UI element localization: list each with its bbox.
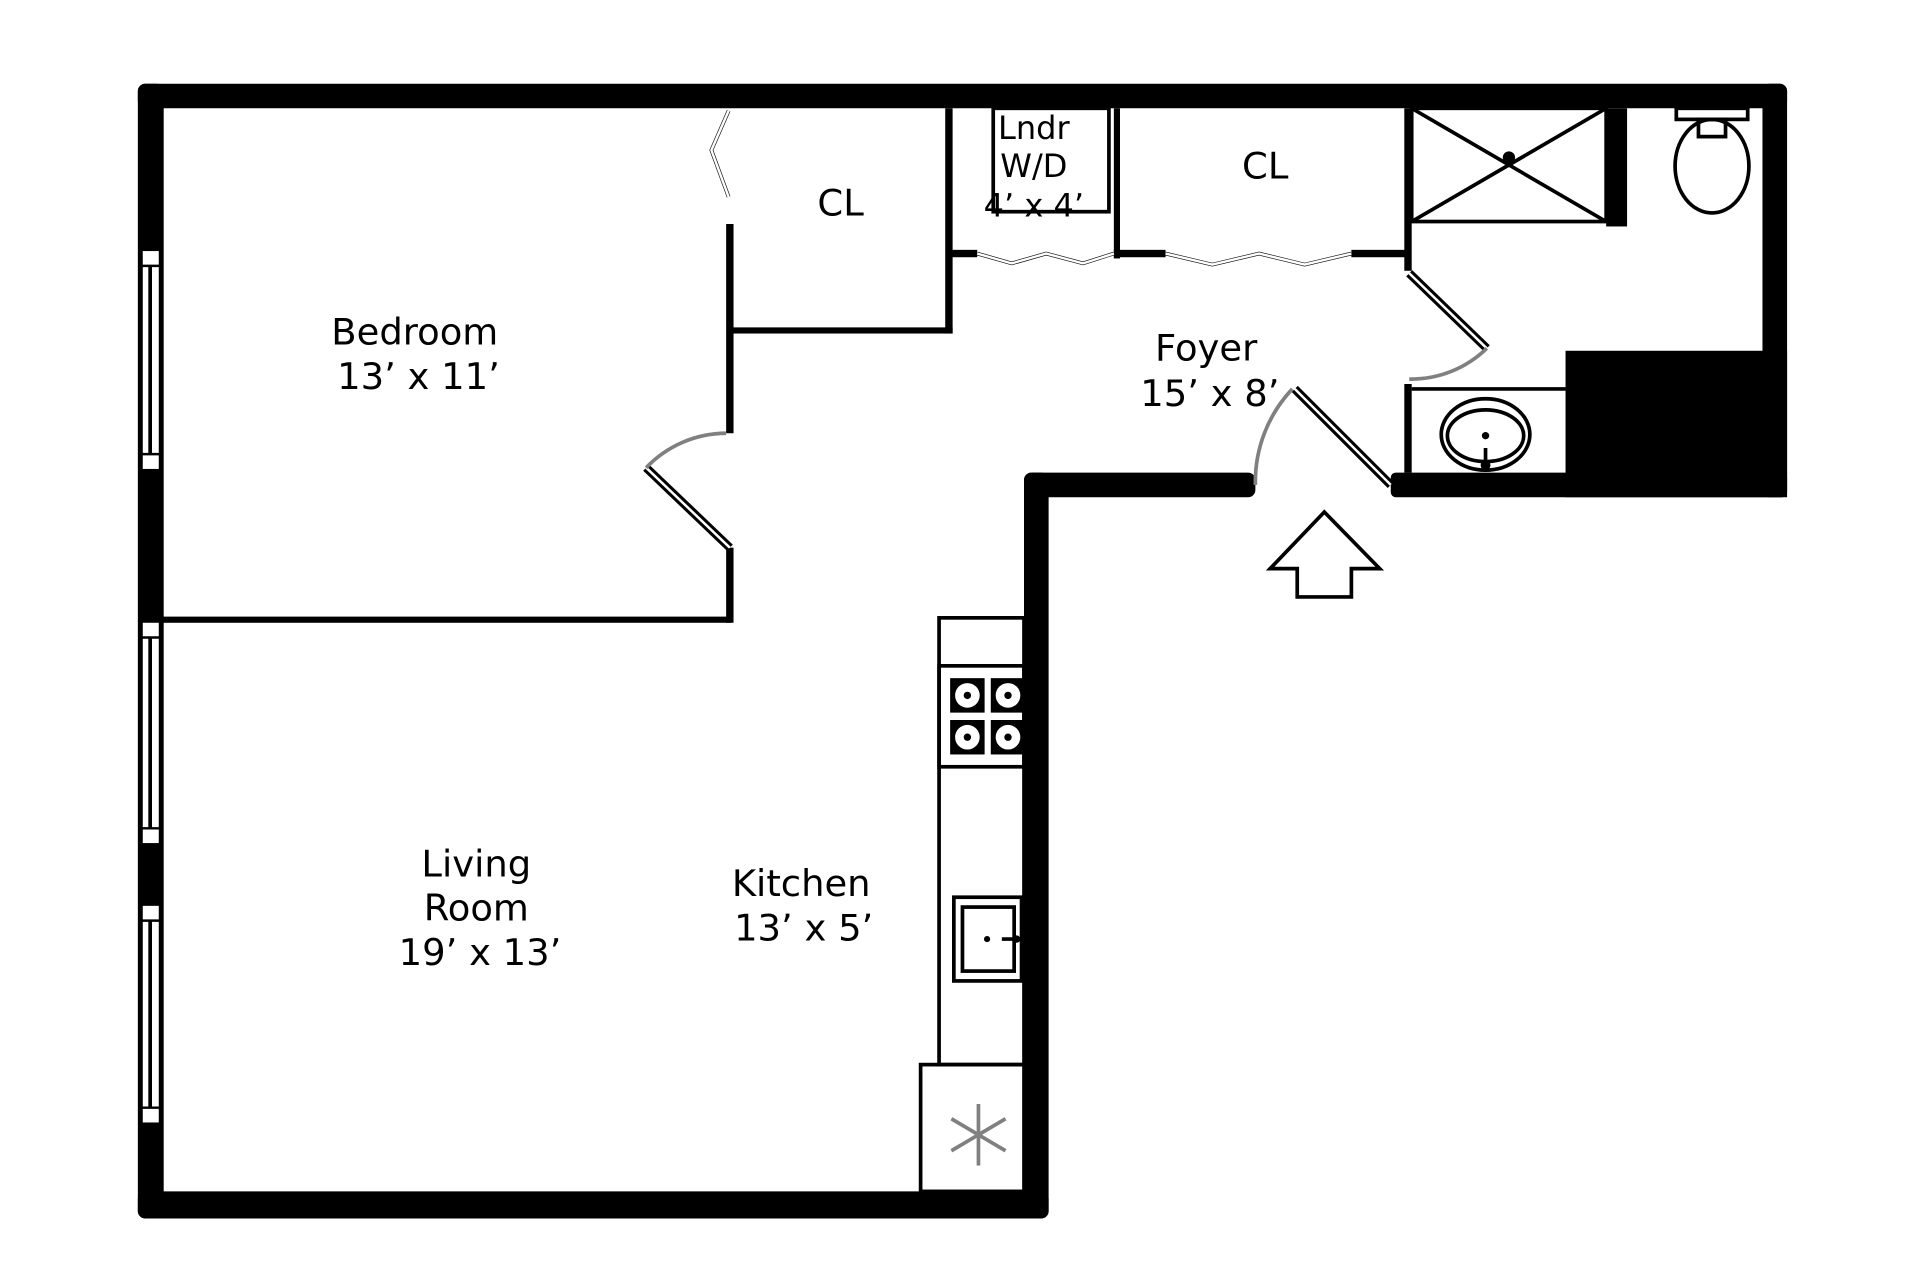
window (140, 620, 162, 846)
foyer-size: 15’ x 8’ (1140, 372, 1279, 415)
bedroom-closet-name: CL (817, 181, 864, 224)
laundry-name: Lndr (998, 109, 1070, 147)
bedroom-name: Bedroom (331, 311, 498, 354)
burner-center (1004, 733, 1012, 741)
toilet-icon (1673, 106, 1751, 215)
washer-dryer-icon (991, 106, 1111, 214)
windows (140, 248, 162, 1125)
refrigerator-snowflake-icon (918, 1062, 1026, 1194)
sink-icon (952, 895, 1024, 983)
living-size: 19’ x 13’ (399, 931, 562, 974)
bedroom-size: 13’ x 11’ (337, 355, 500, 398)
living-name-line1: Living (421, 842, 531, 885)
shower-icon (1409, 106, 1608, 224)
window (140, 248, 162, 472)
foyer-name: Foyer (1155, 327, 1258, 370)
room-labels: Bedroom 13’ x 11’ CL Lndr W/D 4’ x 4’ CL… (331, 109, 1289, 974)
stove-icon (937, 664, 1026, 769)
burner-center (1004, 691, 1012, 700)
foyer-closet-name: CL (1242, 144, 1289, 187)
interior-walls (162, 108, 1628, 623)
laundry-size: 4’ x 4’ (984, 187, 1084, 225)
burner-center (963, 691, 972, 700)
bathroom-door[interactable] (1406, 270, 1490, 381)
laundry-appliance: W/D (1000, 147, 1067, 185)
kitchen-size: 13’ x 5’ (734, 906, 873, 949)
window (140, 903, 162, 1125)
bath-sink-icon (1411, 387, 1566, 473)
bedroom-door[interactable] (643, 431, 733, 551)
kitchen-name: Kitchen (732, 862, 871, 905)
burner-center (963, 733, 972, 741)
entry-door[interactable] (1253, 385, 1394, 488)
bifold-doors (709, 110, 1352, 267)
living-name-line2: Room (424, 887, 529, 930)
entry-arrow-icon (1265, 509, 1385, 599)
outer-walls (137, 83, 1788, 1219)
